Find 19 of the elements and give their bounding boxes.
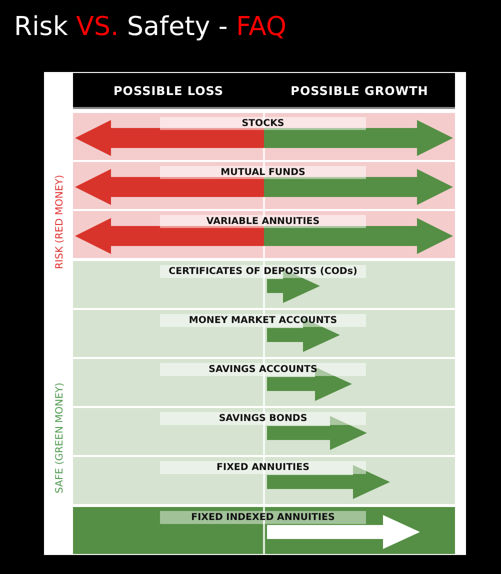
safe-row [73,260,455,308]
safe-row [73,457,455,504]
row-label: FIXED ANNUITIES [160,461,366,474]
row-label: FIXED INDEXED ANNUITIES [160,510,366,524]
column-header: POSSIBLE LOSS [112,84,225,98]
row-label: CERTIFICATES OF DEPOSITS (CODs) [160,264,366,278]
title: Risk VS. Safety - FAQ [14,12,286,42]
row-label: MUTUAL FUNDS [160,166,366,180]
axis-label: RISK (RED MONEY) [54,174,66,270]
row-label: SAVINGS BONDS [160,412,366,426]
column-header: POSSIBLE GROWTH [290,84,430,98]
axis-label: SAFE (GREEN MONEY) [54,382,66,494]
safe-row [73,408,455,456]
safe-row [73,359,455,406]
row-label: MONEY MARKET ACCOUNTS [160,314,366,327]
row-label: STOCKS [160,117,366,130]
safe-row [73,310,455,357]
row-label: SAVINGS ACCOUNTS [160,363,366,376]
row-label: VARIABLE ANNUITIES [160,215,366,228]
